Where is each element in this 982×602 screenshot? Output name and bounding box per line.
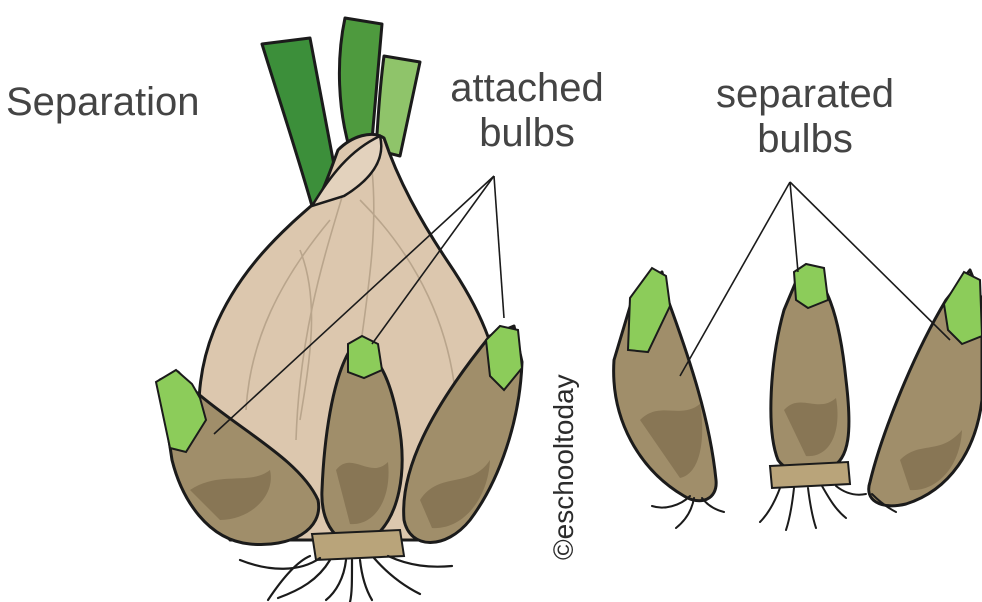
separated-bulblet-left — [614, 268, 724, 528]
diagram-title: Separation — [6, 80, 199, 125]
mother-roots — [240, 556, 452, 602]
separated-bulblet-middle — [760, 264, 866, 530]
label-separated-line1: separated — [700, 72, 910, 117]
label-attached-line1: attached — [432, 66, 622, 111]
leaf-middle — [339, 18, 382, 150]
label-attached-line2: bulbs — [432, 111, 622, 156]
separated-bulblet-right — [869, 270, 982, 512]
label-separated-bulbs: separated bulbs — [700, 72, 910, 162]
leader-attached-3 — [494, 176, 504, 318]
label-separated-line2: bulbs — [700, 117, 910, 162]
basal-plate — [312, 530, 404, 560]
leader-separated-1 — [680, 182, 790, 376]
credit-watermark: ©eschooltoday — [548, 374, 580, 560]
label-attached-bulbs: attached bulbs — [432, 66, 622, 156]
leader-separated-2 — [790, 182, 798, 272]
